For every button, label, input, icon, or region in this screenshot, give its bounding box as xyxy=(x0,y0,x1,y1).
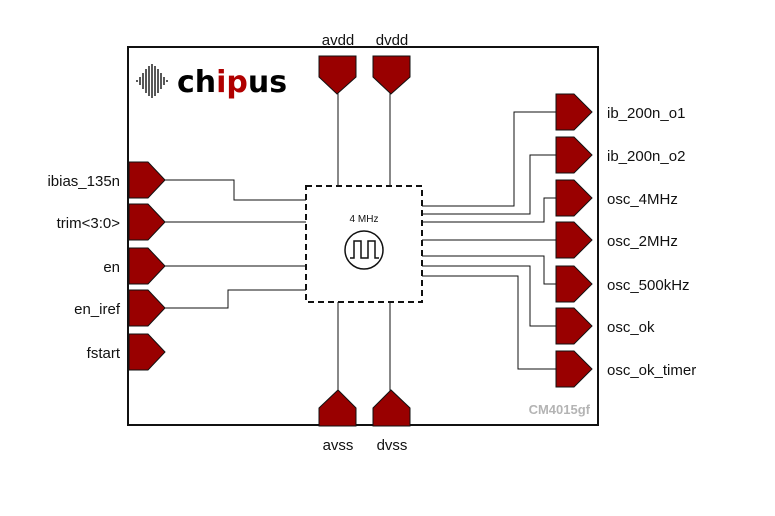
pin-label-dvdd: dvdd xyxy=(376,32,409,49)
pin-label-osc-500khz: osc_500kHz xyxy=(607,277,690,294)
wires xyxy=(164,88,556,392)
pin-ib-200n-o1 xyxy=(555,93,593,131)
pin-label-ibias-135n: ibias_135n xyxy=(47,173,120,190)
pin-label-osc-4mhz: osc_4MHz xyxy=(607,191,678,208)
pin-en xyxy=(128,247,166,285)
pin-label-fstart: fstart xyxy=(87,345,121,362)
svg-text:chipus: chipus xyxy=(177,65,287,100)
waveform-logo-icon xyxy=(136,64,168,98)
pin-osc-ok xyxy=(555,307,593,345)
pin-en-iref xyxy=(128,289,166,327)
pin-osc-4mhz xyxy=(555,179,593,217)
pin-label-dvss: dvss xyxy=(377,437,408,454)
pin-osc-ok-timer xyxy=(555,350,593,388)
pin-label-ib-200n-o1: ib_200n_o1 xyxy=(607,105,685,122)
part-number-label: CM4015gf xyxy=(529,402,591,417)
pin-dvss xyxy=(372,389,411,427)
pin-avss xyxy=(318,389,357,427)
pin-label-trim: trim<3:0> xyxy=(57,215,121,232)
pin-label-en: en xyxy=(103,259,120,276)
pin-osc-2mhz xyxy=(555,221,593,259)
pin-label-en-iref: en_iref xyxy=(74,301,121,318)
pin-label-ib-200n-o2: ib_200n_o2 xyxy=(607,148,685,165)
pin-label-avdd: avdd xyxy=(322,32,355,49)
pin-label-avss: avss xyxy=(323,437,354,454)
pin-dvdd xyxy=(372,55,411,95)
square-wave-icon xyxy=(344,230,384,270)
pin-label-osc-ok: osc_ok xyxy=(607,319,655,336)
pin-label-osc-2mhz: osc_2MHz xyxy=(607,233,678,250)
pin-avdd xyxy=(318,55,357,95)
logo-text-us: us xyxy=(248,65,287,100)
pin-label-osc-ok-timer: osc_ok_timer xyxy=(607,362,696,379)
pin-osc-500khz xyxy=(555,265,593,303)
core-frequency-label: 4 MHz xyxy=(350,214,379,225)
pin-trim xyxy=(128,203,166,241)
logo-text-ch: ch xyxy=(177,65,216,100)
logo-text-ip: ip xyxy=(216,65,248,100)
pin-ib-200n-o2 xyxy=(555,136,593,174)
oscillator-core-block xyxy=(305,185,423,303)
chipus-logo: chipus xyxy=(136,64,287,100)
pin-fstart xyxy=(128,333,166,371)
pin-ibias-135n xyxy=(128,161,166,199)
